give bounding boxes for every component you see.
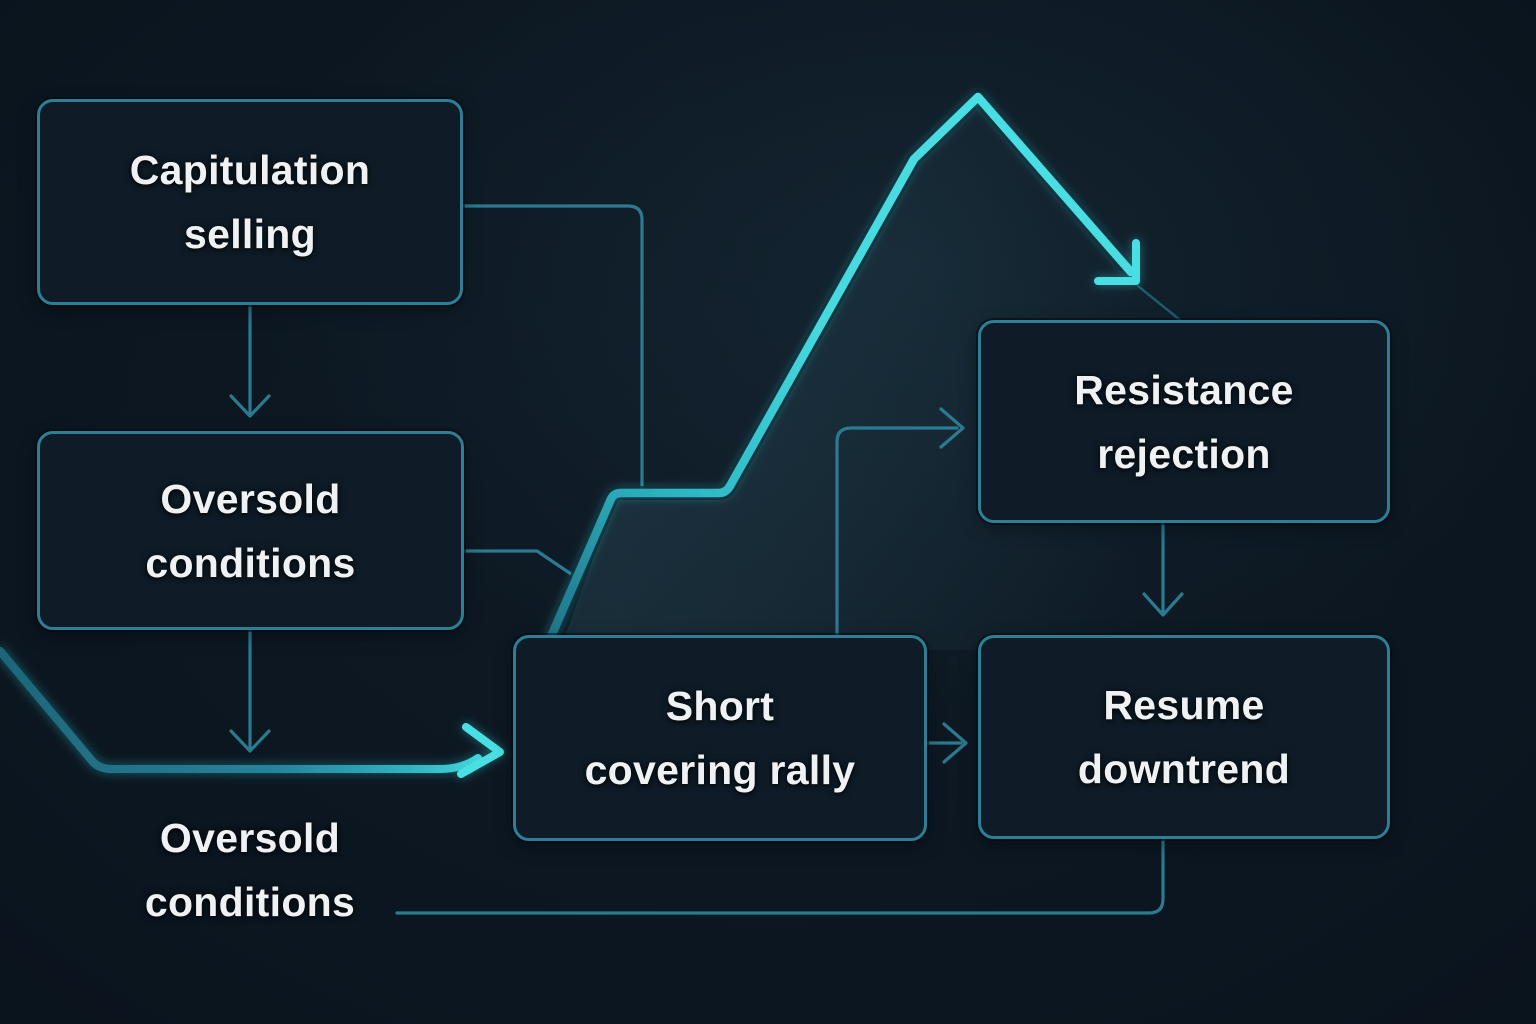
node-oversold-conditions-label: Oversold conditions: [145, 475, 356, 586]
label-oversold-conditions: Oversold conditions: [60, 806, 440, 934]
node-resume-downtrend: Resume downtrend: [978, 635, 1390, 839]
edge-capitulation-to-priceline: [461, 204, 644, 493]
thick-arrow-halo-left: [0, 644, 485, 776]
arrowhead-resistance-to-resume: [1142, 592, 1184, 617]
price-line: [535, 92, 1136, 667]
thick-arrow-to-short-covering: [0, 647, 482, 773]
thick-arrowhead-to-short-covering: [457, 723, 504, 778]
node-capitulation-selling-label: Capitulation selling: [129, 147, 371, 257]
arrowhead-short-to-resistance: [939, 407, 965, 449]
node-resume-downtrend-label: Resume downtrend: [1077, 682, 1291, 792]
edge-oversold-to-priceline: [462, 549, 579, 580]
node-oversold-conditions: Oversold conditions: [37, 431, 464, 630]
node-resistance-rejection: Resistance rejection: [978, 320, 1390, 523]
edge-short-to-resistance: [835, 426, 959, 637]
edge-resume-to-label: [395, 839, 1165, 915]
node-short-covering-rally: Short covering rally: [513, 635, 927, 841]
price-line-tail-to-resistance: [1136, 284, 1182, 322]
price-line-arrowhead: [1094, 239, 1140, 285]
arrowhead-capitulation-to-oversold: [229, 394, 271, 418]
label-oversold-conditions-text: Oversold conditions: [144, 815, 356, 925]
arrowhead-short-to-resume: [942, 722, 968, 764]
node-resistance-rejection-label: Resistance rejection: [1074, 366, 1294, 477]
node-short-covering-rally-label: Short covering rally: [584, 683, 856, 793]
arrowhead-oversold-to-label: [229, 729, 271, 753]
node-capitulation-selling: Capitulation selling: [37, 99, 463, 305]
